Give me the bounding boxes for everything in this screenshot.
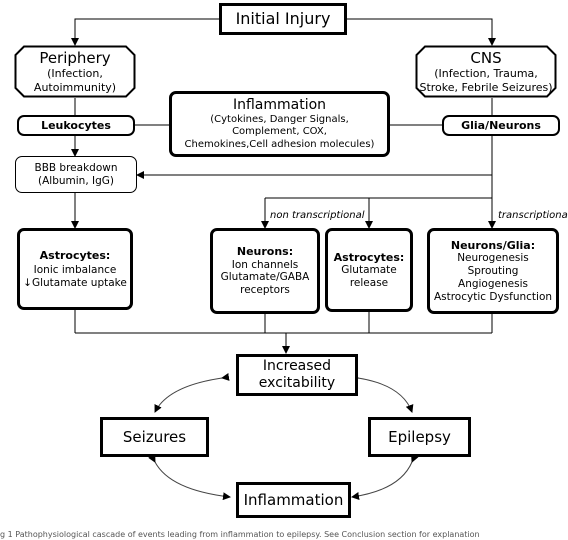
cns-title: CNS [470, 48, 502, 67]
neurons-title: Neurons: [236, 245, 294, 259]
neurons-box: Neurons: Ion channels Glutamate/GABA rec… [210, 228, 320, 314]
neurons-glia-line-1: Neurogenesis [457, 252, 529, 265]
cycle-arrow-epilepsy-inflammation [351, 453, 419, 500]
cycle-arrow-seizures-inflammation [148, 453, 231, 501]
neurons-line-3: receptors [240, 284, 290, 297]
astrocytes-mid-line-2: release [349, 276, 389, 289]
excitability-line-2: excitability [258, 375, 336, 391]
cycle-arrow-excitability-seizures [154, 373, 230, 413]
cycle-arrow-excitability-epilepsy [350, 372, 414, 413]
astrocytes-left-title: Astrocytes: [39, 248, 111, 262]
astrocytes-mid-box: Astrocytes: Glutamate release [325, 228, 413, 312]
neurons-glia-title: Neurons/Glia: [450, 238, 536, 252]
initial-injury-label: Initial Injury [235, 9, 331, 29]
epilepsy-label: Epilepsy [388, 427, 451, 446]
inflammation-bottom-label: Inflammation [243, 490, 344, 509]
neurons-line-1: Ion channels [231, 258, 299, 271]
astrocytes-mid-title: Astrocytes: [333, 250, 405, 264]
inflammation-line-3: Chemokines,Cell adhesion molecules) [184, 138, 375, 150]
connector-injury-cns [347, 18, 496, 46]
inflammation-line-2: Complement, COX, [232, 126, 327, 138]
connector-injury-periphery [71, 18, 219, 46]
non-transcriptional-label: non transcriptional [270, 210, 365, 221]
bbb-line-2: (Albumin, IgG) [38, 174, 114, 187]
astrocytes-left-line-1: Ionic imbalance [33, 263, 117, 276]
astrocytes-mid-line-1: Glutamate [341, 263, 397, 276]
seizures-box: Seizures [100, 417, 209, 457]
cns-shape [415, 45, 557, 98]
periphery-detail-2: Autoimmunity) [33, 80, 117, 94]
neurons-glia-box: Neurons/Glia: Neurogenesis Sprouting Ang… [427, 228, 559, 314]
excitability-line-1: Increased [262, 357, 332, 374]
periphery-box: Periphery (Infection, Autoimmunity) [14, 45, 136, 98]
periphery-shape [14, 45, 136, 98]
figure-caption: g 1 Pathophysiological cascade of events… [0, 530, 480, 539]
initial-injury-box: Initial Injury [219, 3, 347, 35]
glia-neurons-box: Glia/Neurons [442, 115, 560, 136]
seizures-label: Seizures [122, 427, 187, 446]
increased-excitability-box: Increased excitability [236, 354, 358, 396]
periphery-detail-1: (Infection, [47, 67, 103, 81]
glia-neurons-label: Glia/Neurons [461, 118, 541, 132]
epilepsy-box: Epilepsy [368, 417, 471, 457]
cns-box: CNS (Infection, Trauma, Stroke, Febrile … [415, 45, 557, 98]
leukocytes-box: Leukocytes [17, 115, 135, 136]
astrocytes-left-box: Astrocytes: Ionic imbalance ↓Glutamate u… [17, 228, 133, 310]
inflammation-title: Inflammation [232, 97, 327, 114]
astrocytes-left-line-2: Glutamate uptake [31, 276, 127, 289]
neurons-line-2: Glutamate/GABA [220, 271, 310, 284]
bbb-breakdown-box: BBB breakdown (Albumin, IgG) [15, 156, 137, 193]
inflammation-line-1: (Cytokines, Danger Signals, [210, 114, 349, 126]
neurons-glia-line-3: Angiogenesis [458, 277, 528, 290]
cns-detail-1: (Infection, Trauma, [434, 67, 538, 81]
periphery-title: Periphery [39, 48, 111, 67]
neurons-glia-line-2: Sprouting [467, 264, 519, 277]
neurons-glia-line-4: Astrocytic Dysfunction [433, 290, 553, 303]
bbb-line-1: BBB breakdown [34, 161, 118, 174]
inflammation-bottom-box: Inflammation [236, 482, 351, 518]
arrow-down-icon: ↓ [23, 276, 32, 289]
inflammation-box: Inflammation (Cytokines, Danger Signals,… [169, 91, 390, 157]
astrocytes-left-line-2-wrap: ↓Glutamate uptake [23, 277, 127, 290]
cns-detail-2: Stroke, Febrile Seizures) [419, 80, 553, 94]
transcriptional-label: transcriptional [498, 210, 568, 221]
leukocytes-label: Leukocytes [41, 118, 111, 132]
